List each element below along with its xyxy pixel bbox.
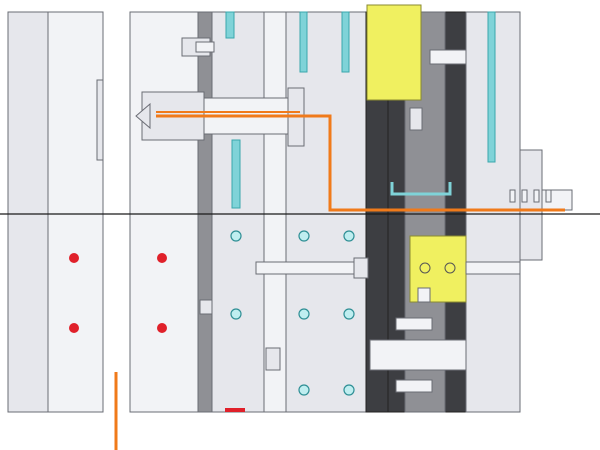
clamp-plate-outer bbox=[7, 11, 49, 413]
ejector-rod-housing bbox=[369, 339, 467, 371]
fastener-hole bbox=[444, 262, 456, 274]
coolant-bore-dot bbox=[230, 308, 242, 320]
fixed-plate-body bbox=[129, 11, 199, 413]
locating-ring-slot bbox=[96, 79, 104, 161]
ejector-bolt bbox=[395, 379, 433, 393]
nozzle-tip bbox=[135, 102, 151, 130]
upper-ejector-pin-head bbox=[409, 107, 423, 131]
coolant-channel bbox=[341, 11, 350, 73]
return-pin-head bbox=[353, 257, 369, 279]
sprue-bolt-shank bbox=[195, 41, 215, 53]
upper-bolt bbox=[429, 49, 467, 65]
gate-mark bbox=[225, 408, 245, 412]
marker-dot bbox=[69, 253, 79, 263]
coolant-bore-dot bbox=[343, 308, 355, 320]
coolant-bore-dot bbox=[343, 230, 355, 242]
fastener-hole bbox=[419, 262, 431, 274]
marker-dot bbox=[69, 323, 79, 333]
coolant-bore-dots bbox=[230, 230, 355, 396]
fastener-notch bbox=[417, 287, 431, 303]
clamp-plate-left bbox=[7, 11, 104, 413]
fixed-plate-insert bbox=[197, 11, 213, 413]
melt-flow-path bbox=[114, 111, 565, 450]
coolant-bore-dot bbox=[230, 230, 242, 242]
coolant-channel bbox=[231, 139, 241, 209]
coolant-loop bbox=[390, 182, 452, 196]
clamp-bolt bbox=[465, 261, 521, 275]
lower-guide-bolt bbox=[265, 347, 281, 371]
coolant-bore-dot bbox=[298, 384, 310, 396]
ejector-pin bbox=[533, 189, 540, 203]
guide-bolts bbox=[199, 49, 521, 393]
ejector-pin bbox=[521, 189, 528, 203]
return-pin bbox=[255, 261, 367, 275]
fixed-mold-plate bbox=[129, 11, 287, 413]
ejector-pin bbox=[509, 189, 516, 203]
coolant-channel bbox=[299, 11, 308, 73]
coolant-bore-dot bbox=[298, 230, 310, 242]
stripper-block bbox=[519, 149, 543, 261]
fastener-blocks bbox=[366, 4, 467, 303]
coolant-bore-dot bbox=[343, 384, 355, 396]
coolant-channel bbox=[487, 11, 496, 163]
cooling-channels bbox=[225, 11, 496, 209]
cavity-plate bbox=[211, 11, 265, 413]
pin-stub bbox=[199, 299, 213, 315]
coolant-channel bbox=[225, 11, 235, 39]
ejector-pins bbox=[509, 189, 552, 203]
upper-fastener-block bbox=[366, 4, 422, 101]
coolant-bore-dot bbox=[298, 308, 310, 320]
core-plate bbox=[285, 11, 367, 413]
ejector-pin bbox=[545, 189, 552, 203]
ejector-bolt bbox=[395, 317, 433, 331]
clamp-plate-inner bbox=[47, 11, 104, 413]
marker-dots bbox=[69, 253, 167, 333]
marker-dot bbox=[157, 323, 167, 333]
marker-dot bbox=[157, 253, 167, 263]
runner-channel bbox=[156, 114, 565, 212]
